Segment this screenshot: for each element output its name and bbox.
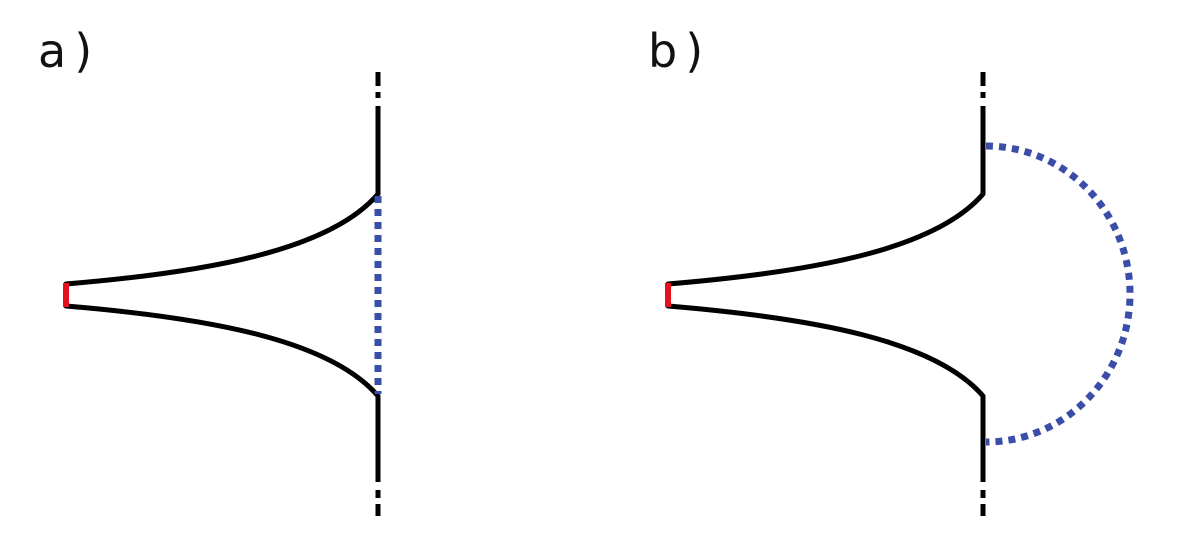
horn-flare-upper [665, 191, 986, 287]
panel-a: a) [38, 24, 382, 516]
panel-b-diagram [665, 72, 1134, 516]
panel-b: b) [600, 0, 1200, 556]
horn-flare-upper [63, 191, 381, 287]
horn-flare-lower [63, 303, 381, 399]
panel-b-label: b) [648, 24, 712, 78]
panel-a-label: a) [38, 24, 101, 78]
horn-flare-lower [665, 303, 986, 399]
semicircular-aperture-arc [985, 142, 1134, 446]
panel-a-diagram [63, 72, 382, 516]
